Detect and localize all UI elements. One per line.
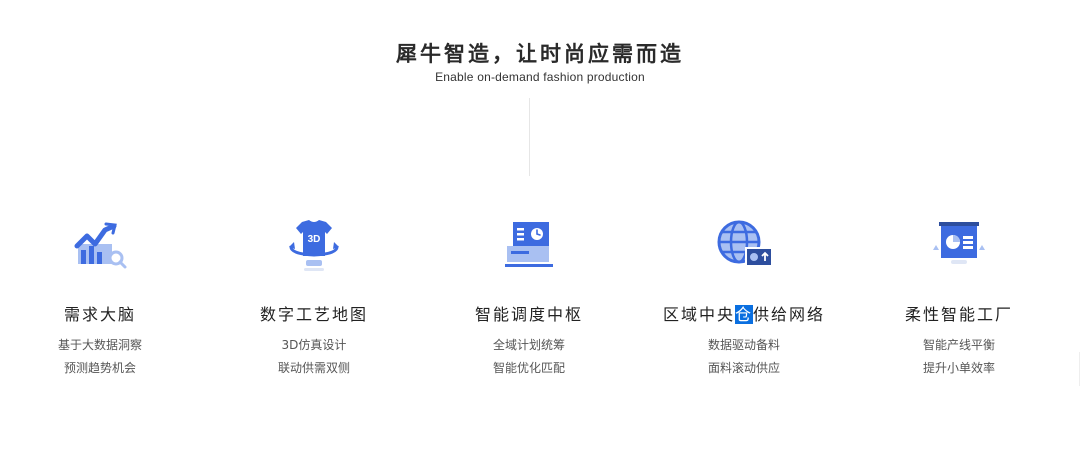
page-title: 犀牛智造，让时尚应需而造	[396, 42, 684, 66]
feature-line: 提升小单效率	[922, 361, 995, 375]
feature-line: 智能产线平衡	[922, 338, 995, 352]
svg-text:3D: 3D	[308, 234, 321, 245]
feature-title: 柔性智能工厂	[904, 305, 1013, 324]
center-divider	[529, 98, 530, 176]
feature-title-part: 区域中央	[662, 305, 735, 324]
feature-card-demand-brain: 需求大脑 基于大数据洞察 预测趋势机会	[0, 216, 200, 380]
feature-card-flexible-smart-factory: 柔性智能工厂 智能产线平衡 提升小单效率	[859, 216, 1059, 380]
text-selection-highlight: 仓	[734, 305, 753, 324]
feature-line: 智能优化匹配	[492, 361, 565, 375]
trend-chart-magnifier-icon	[74, 222, 127, 269]
page-subtitle: Enable on-demand fashion production	[435, 70, 645, 84]
feature-line: 预测趋势机会	[63, 361, 136, 375]
feature-list: 需求大脑 基于大数据洞察 预测趋势机会 3D 数字工艺地图 3D仿真设计 联动供…	[0, 216, 1080, 396]
feature-line: 数据驱动备料	[707, 338, 780, 352]
feature-title: 区域中央仓供给网络	[644, 304, 844, 326]
feature-card-digital-craft-map: 3D 数字工艺地图 3D仿真设计 联动供需双侧	[214, 216, 414, 380]
feature-line: 3D仿真设计	[281, 338, 347, 352]
feature-description: 智能产线平衡 提升小单效率	[859, 334, 1059, 380]
globe-upload-icon	[717, 220, 773, 267]
feature-title-part: 供给网络	[753, 305, 826, 324]
feature-line: 全域计划统筹	[492, 338, 565, 352]
feature-line: 联动供需双侧	[277, 361, 350, 375]
presentation-board-icon	[933, 222, 985, 264]
monitor-clock-icon	[505, 222, 553, 267]
feature-line: 基于大数据洞察	[57, 338, 142, 352]
feature-card-regional-warehouse-network: 区域中央仓供给网络 数据驱动备料 面料滚动供应	[644, 216, 844, 380]
feature-description: 数据驱动备料 面料滚动供应	[644, 334, 844, 380]
feature-description: 全域计划统筹 智能优化匹配	[429, 334, 629, 380]
feature-description: 3D仿真设计 联动供需双侧	[214, 334, 414, 380]
feature-card-smart-scheduling: 智能调度中枢 全域计划统筹 智能优化匹配	[429, 216, 629, 380]
section-header: 犀牛智造，让时尚应需而造 Enable on-demand fashion pr…	[0, 40, 1080, 84]
feature-title: 需求大脑	[63, 305, 136, 324]
feature-title: 智能调度中枢	[474, 305, 583, 324]
feature-title: 数字工艺地图	[259, 305, 368, 324]
feature-line: 面料滚动供应	[707, 361, 780, 375]
feature-description: 基于大数据洞察 预测趋势机会	[0, 334, 200, 380]
3d-shirt-rotate-icon: 3D	[289, 220, 339, 271]
